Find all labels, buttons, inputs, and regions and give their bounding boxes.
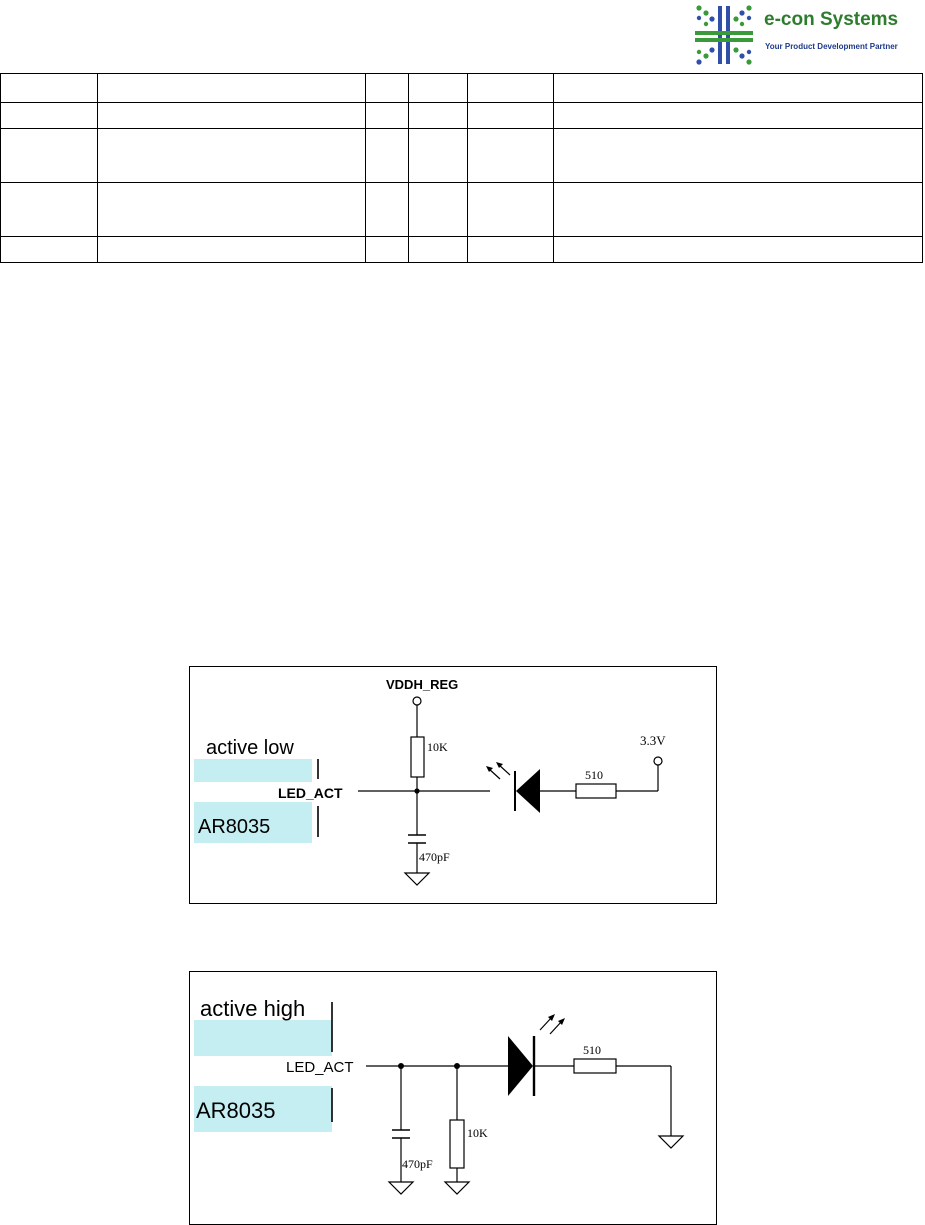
table-row — [0, 236, 923, 263]
table-cell — [97, 236, 366, 263]
table-cell — [408, 182, 468, 237]
table-cell — [97, 128, 366, 183]
cap-label: 470pF — [419, 850, 450, 864]
table-cell — [0, 73, 98, 103]
led-icon — [516, 769, 540, 813]
ground-icon — [443, 1181, 471, 1195]
table-cell — [467, 73, 554, 103]
pullup-label: 10K — [427, 740, 448, 754]
ground-icon — [387, 1181, 415, 1195]
table-cell — [365, 236, 409, 263]
table-cell — [553, 102, 923, 129]
table-cell — [467, 128, 554, 183]
series-resistor-label: 510 — [583, 1043, 601, 1057]
table-cell — [553, 236, 923, 263]
table-cell — [365, 102, 409, 129]
pullup-resistor-icon — [410, 736, 425, 778]
spec-table — [0, 73, 923, 263]
rail-label: 3.3V — [640, 733, 666, 748]
pulldown-resistor-icon — [449, 1119, 465, 1169]
table-row — [0, 73, 923, 103]
table-cell — [553, 128, 923, 183]
table-row — [0, 102, 923, 129]
ground-icon — [403, 872, 431, 886]
table-cell — [467, 102, 554, 129]
ground-icon — [657, 1135, 685, 1149]
table-cell — [553, 182, 923, 237]
table-cell — [553, 73, 923, 103]
table-cell — [408, 102, 468, 129]
supply-terminal-icon — [412, 696, 422, 706]
table-cell — [0, 128, 98, 183]
mode-label: active high — [200, 996, 305, 1021]
rail-terminal-icon — [653, 756, 663, 766]
series-resistor-icon — [573, 1058, 617, 1074]
series-resistor-label: 510 — [585, 768, 603, 782]
series-resistor-icon — [575, 783, 617, 799]
table-cell — [97, 102, 366, 129]
chip-label: AR8035 — [198, 816, 270, 838]
mode-label: active low — [206, 737, 294, 759]
company-logo: e-con Systems Your Product Development P… — [690, 2, 915, 68]
supply-label: VDDH_REG — [386, 677, 458, 692]
schematic-active-high-drawing: active high AR8035 LED_ACT 470pF 10K 510 — [190, 996, 685, 1195]
table-cell — [365, 73, 409, 103]
net-label: LED_ACT — [278, 785, 343, 801]
schematic-active-low: active low AR8035 LED_ACT VDDH_REG 10K 4… — [189, 666, 717, 904]
table-row — [0, 182, 923, 237]
table-cell — [97, 182, 366, 237]
schematic-active-high: active high AR8035 LED_ACT 470pF 10K 510 — [189, 971, 717, 1225]
table-cell — [0, 182, 98, 237]
table-cell — [467, 236, 554, 263]
table-cell — [0, 236, 98, 263]
cap-label: 470pF — [402, 1157, 433, 1171]
brand-tagline: Your Product Development Partner — [765, 42, 898, 51]
table-row — [0, 128, 923, 183]
table-cell — [365, 182, 409, 237]
net-label: LED_ACT — [286, 1059, 354, 1076]
table-cell — [365, 128, 409, 183]
schematic-active-low-drawing: active low AR8035 LED_ACT VDDH_REG 10K 4… — [190, 677, 666, 886]
logo-mark-icon — [695, 5, 753, 65]
table-cell — [97, 73, 366, 103]
chip-label: AR8035 — [196, 1098, 276, 1123]
brand-name: e-con Systems — [764, 9, 899, 30]
table-cell — [467, 182, 554, 237]
table-cell — [0, 102, 98, 129]
pulldown-label: 10K — [467, 1126, 488, 1140]
table-cell — [408, 73, 468, 103]
table-cell — [408, 236, 468, 263]
table-cell — [408, 128, 468, 183]
led-icon — [508, 1036, 533, 1096]
